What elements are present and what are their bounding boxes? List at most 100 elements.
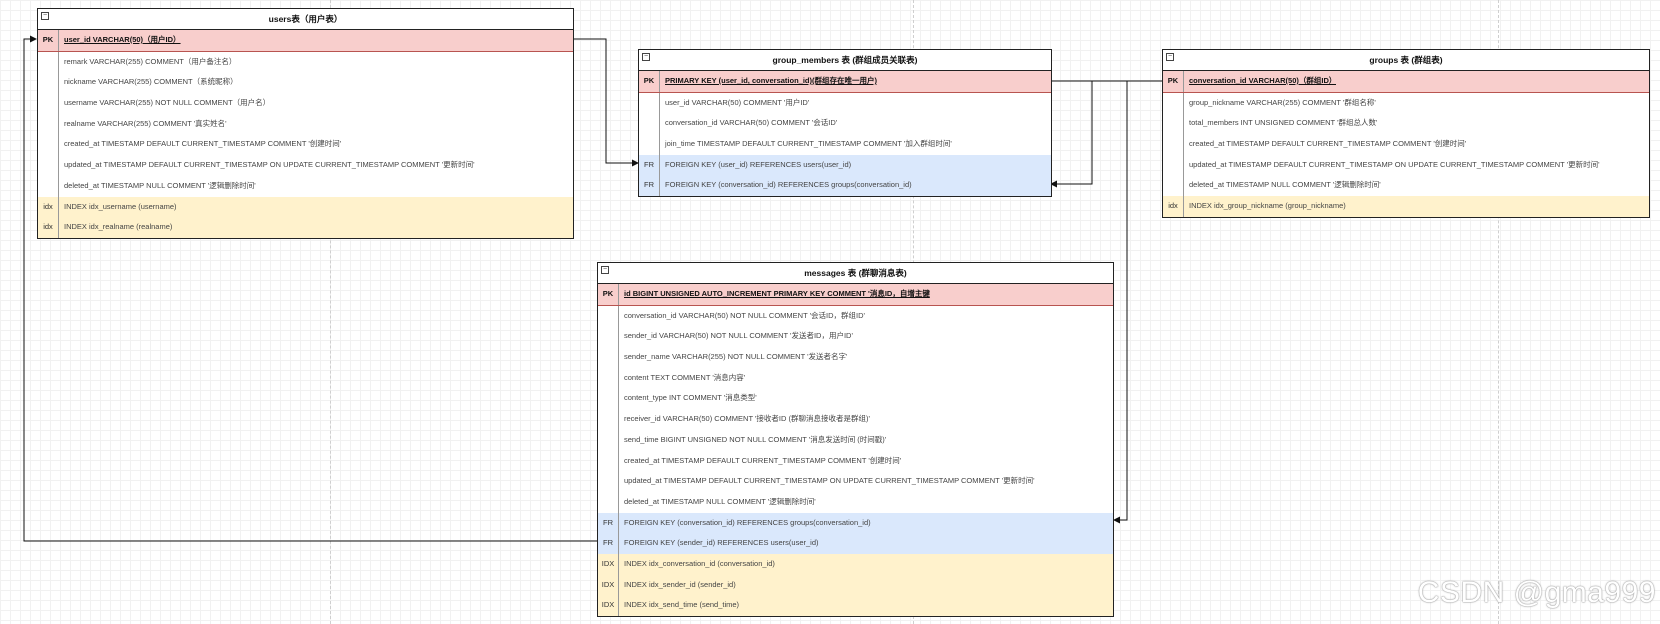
column-row[interactable]: username VARCHAR(255) NOT NULL COMMENT（用… bbox=[38, 93, 573, 114]
key-marker bbox=[1163, 134, 1184, 155]
column-row[interactable]: content TEXT COMMENT '消息内容' bbox=[598, 367, 1113, 389]
key-marker: IDX bbox=[598, 553, 619, 575]
collapse-icon[interactable]: − bbox=[601, 266, 609, 274]
key-marker bbox=[639, 134, 660, 155]
column-row[interactable]: sender_name VARCHAR(255) NOT NULL COMMEN… bbox=[598, 347, 1113, 368]
key-marker: PK bbox=[1163, 71, 1184, 92]
row-text: deleted_at TIMESTAMP NULL COMMENT '逻辑删除时… bbox=[64, 180, 256, 190]
row-text: user_id VARCHAR(50) COMMENT '用户ID' bbox=[665, 97, 810, 107]
key-marker bbox=[598, 450, 619, 472]
row-text: INDEX idx_sender_id (sender_id) bbox=[624, 579, 736, 589]
row-text: updated_at TIMESTAMP DEFAULT CURRENT_TIM… bbox=[624, 476, 1035, 486]
column-row[interactable]: realname VARCHAR(255) COMMENT '真实姓名' bbox=[38, 113, 573, 135]
row-text: updated_at TIMESTAMP DEFAULT CURRENT_TIM… bbox=[64, 160, 475, 170]
key-marker bbox=[38, 93, 59, 114]
column-row[interactable]: total_members INT UNSIGNED COMMENT '群组总人… bbox=[1163, 113, 1649, 135]
row-text: send_time BIGINT UNSIGNED NOT NULL COMME… bbox=[624, 434, 887, 444]
column-row[interactable]: nickname VARCHAR(255) COMMENT（系统昵称） bbox=[38, 72, 573, 94]
column-row[interactable]: created_at TIMESTAMP DEFAULT CURRENT_TIM… bbox=[1163, 134, 1649, 155]
table-header: − users表（用户表） bbox=[38, 9, 573, 30]
column-row[interactable]: updated_at TIMESTAMP DEFAULT CURRENT_TIM… bbox=[1163, 154, 1649, 176]
column-row[interactable]: created_at TIMESTAMP DEFAULT CURRENT_TIM… bbox=[38, 134, 573, 156]
connector-users-to-group-members[interactable] bbox=[574, 38, 639, 167]
foreign-key-row[interactable]: FR FOREIGN KEY (user_id) REFERENCES users… bbox=[639, 154, 1051, 176]
key-marker bbox=[38, 113, 59, 135]
key-marker: idx bbox=[38, 196, 59, 218]
table-header: − groups 表 (群组表) bbox=[1163, 50, 1649, 71]
column-row[interactable]: content_type INT COMMENT '消息类型' bbox=[598, 388, 1113, 410]
column-row[interactable]: sender_id VARCHAR(50) NOT NULL COMMENT '… bbox=[598, 326, 1113, 348]
key-marker bbox=[1163, 113, 1184, 135]
key-marker bbox=[598, 429, 619, 451]
key-marker: PK bbox=[598, 284, 619, 305]
column-row[interactable]: conversation_id VARCHAR(50) NOT NULL COM… bbox=[598, 305, 1113, 327]
index-row[interactable]: IDX INDEX idx_sender_id (sender_id) bbox=[598, 574, 1113, 596]
row-text: FOREIGN KEY (user_id) REFERENCES users(u… bbox=[665, 159, 852, 169]
key-marker: IDX bbox=[598, 574, 619, 596]
column-row[interactable]: group_nickname VARCHAR(255) COMMENT '群组名… bbox=[1163, 92, 1649, 114]
key-marker bbox=[598, 367, 619, 389]
column-row[interactable]: send_time BIGINT UNSIGNED NOT NULL COMME… bbox=[598, 429, 1113, 451]
row-text: username VARCHAR(255) NOT NULL COMMENT（用… bbox=[64, 98, 271, 108]
column-row[interactable]: receiver_id VARCHAR(50) COMMENT '接收者ID (… bbox=[598, 409, 1113, 430]
table-title: groups 表 (群组表) bbox=[1369, 55, 1443, 65]
column-row[interactable]: user_id VARCHAR(50) COMMENT '用户ID' bbox=[639, 92, 1051, 114]
row-text: realname VARCHAR(255) COMMENT '真实姓名' bbox=[64, 118, 227, 128]
row-text: FOREIGN KEY (conversation_id) REFERENCES… bbox=[665, 180, 912, 190]
column-row[interactable]: deleted_at TIMESTAMP NULL COMMENT '逻辑删除时… bbox=[598, 491, 1113, 513]
watermark: CSDN @gma999 bbox=[1417, 576, 1656, 609]
column-row[interactable]: remark VARCHAR(255) COMMENT（用户备注名） bbox=[38, 51, 573, 73]
key-marker: FR bbox=[639, 154, 660, 176]
column-row[interactable]: updated_at TIMESTAMP DEFAULT CURRENT_TIM… bbox=[598, 471, 1113, 492]
column-row[interactable]: created_at TIMESTAMP DEFAULT CURRENT_TIM… bbox=[598, 450, 1113, 472]
table-header: − messages 表 (群聊消息表) bbox=[598, 263, 1113, 284]
row-text: remark VARCHAR(255) COMMENT（用户备注名） bbox=[64, 56, 237, 66]
key-marker bbox=[38, 72, 59, 94]
key-marker bbox=[38, 51, 59, 73]
key-marker bbox=[639, 113, 660, 135]
collapse-icon[interactable]: − bbox=[1166, 53, 1174, 61]
row-text: conversation_id VARCHAR(50) COMMENT '会话I… bbox=[665, 118, 838, 128]
row-text: created_at TIMESTAMP DEFAULT CURRENT_TIM… bbox=[1189, 139, 1467, 149]
connector-groups-to-group-members[interactable] bbox=[1050, 80, 1162, 188]
column-row[interactable]: updated_at TIMESTAMP DEFAULT CURRENT_TIM… bbox=[38, 155, 573, 176]
row-text: group_nickname VARCHAR(255) COMMENT '群组名… bbox=[1189, 97, 1376, 107]
column-row[interactable]: join_time TIMESTAMP DEFAULT CURRENT_TIME… bbox=[639, 134, 1051, 155]
row-text: nickname VARCHAR(255) COMMENT（系统昵称） bbox=[64, 77, 238, 87]
column-row[interactable]: deleted_at TIMESTAMP NULL COMMENT '逻辑删除时… bbox=[38, 175, 573, 197]
key-marker: idx bbox=[38, 217, 59, 238]
row-text: INDEX idx_group_nickname (group_nickname… bbox=[1189, 201, 1346, 211]
key-marker bbox=[598, 326, 619, 348]
index-row[interactable]: idx INDEX idx_username (username) bbox=[38, 196, 573, 218]
row-text: FOREIGN KEY (sender_id) REFERENCES users… bbox=[624, 538, 819, 548]
row-text: sender_name VARCHAR(255) NOT NULL COMMEN… bbox=[624, 352, 848, 362]
column-row[interactable]: deleted_at TIMESTAMP NULL COMMENT '逻辑删除时… bbox=[1163, 175, 1649, 197]
key-marker bbox=[639, 92, 660, 114]
key-marker bbox=[598, 491, 619, 513]
key-marker bbox=[38, 155, 59, 176]
column-row[interactable]: conversation_id VARCHAR(50) COMMENT '会话I… bbox=[639, 113, 1051, 135]
collapse-icon[interactable]: − bbox=[41, 12, 49, 20]
key-marker bbox=[1163, 154, 1184, 176]
row-text: created_at TIMESTAMP DEFAULT CURRENT_TIM… bbox=[624, 455, 902, 465]
collapse-icon[interactable]: − bbox=[642, 53, 650, 61]
row-text: INDEX idx_username (username) bbox=[64, 201, 177, 211]
